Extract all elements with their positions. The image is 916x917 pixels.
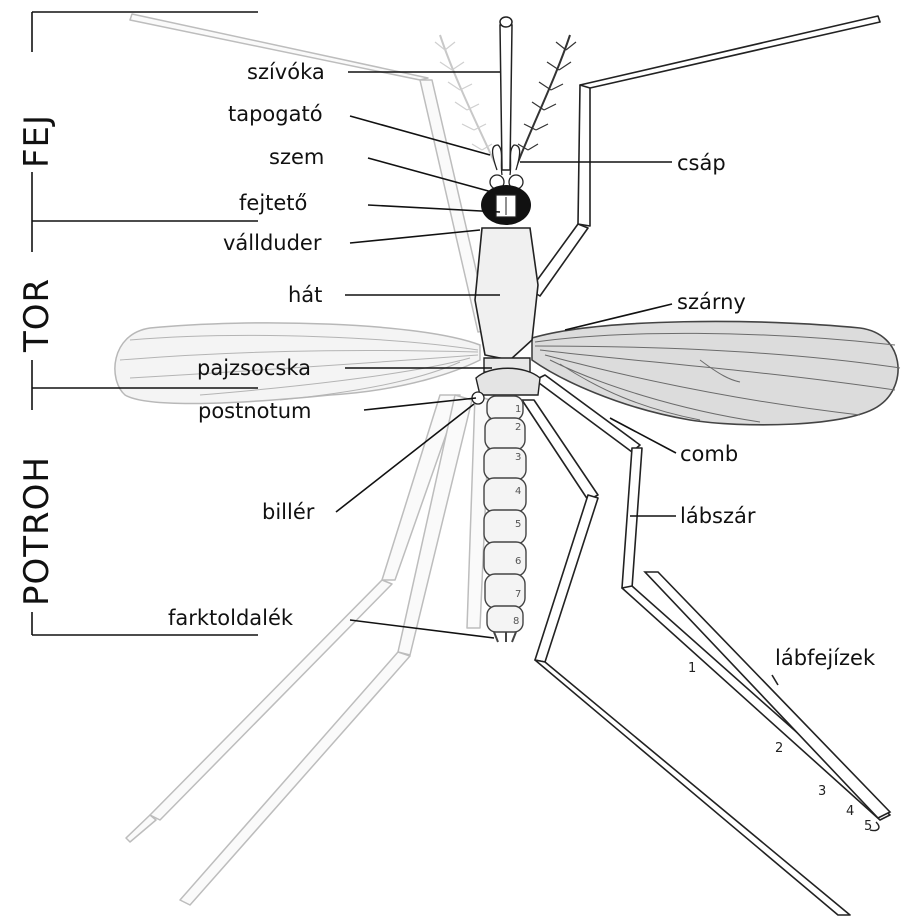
tarsus-number: 5 (864, 819, 872, 834)
tarsus-number: 1 (688, 661, 696, 676)
label-palp: tapogató (228, 102, 323, 126)
abdomen: 1 2 3 4 5 6 7 8 (484, 396, 526, 642)
segment-number: 7 (515, 589, 521, 600)
label-haltere: billér (262, 500, 315, 524)
label-femur: comb (680, 442, 738, 466)
label-back: hát (288, 283, 322, 307)
thorax (472, 228, 540, 404)
segment-number: 2 (515, 422, 521, 433)
segment-number: 6 (515, 556, 521, 567)
segment-number: 8 (513, 616, 519, 627)
label-wing: szárny (677, 290, 746, 314)
label-eye: szem (269, 145, 324, 169)
label-scutellum: pajzsocska (197, 356, 311, 380)
label-shoulder: vállduder (223, 231, 322, 255)
right-antenna (515, 35, 576, 170)
tarsus-number: 2 (775, 741, 783, 756)
region-thorax-label: TOR (17, 278, 57, 353)
label-proboscis: szívóka (247, 60, 325, 84)
segment-number: 1 (515, 404, 521, 415)
segment-number: 4 (515, 486, 521, 497)
tarsus-number: 3 (818, 784, 826, 799)
label-tarsus: lábfejízek (775, 646, 876, 670)
segment-number: 5 (515, 519, 521, 530)
label-vertex: fejtető (239, 191, 307, 215)
label-tibia: lábszár (680, 504, 756, 528)
head (481, 17, 531, 225)
region-abdomen-label: POTROH (17, 456, 57, 606)
label-antenna: csáp (677, 151, 726, 175)
label-cercus: farktoldalék (168, 606, 294, 630)
label-postnotum: postnotum (198, 399, 312, 423)
tarsus-number: 4 (846, 804, 854, 819)
segment-number: 3 (515, 452, 521, 463)
region-head-label: FEJ (17, 114, 57, 168)
